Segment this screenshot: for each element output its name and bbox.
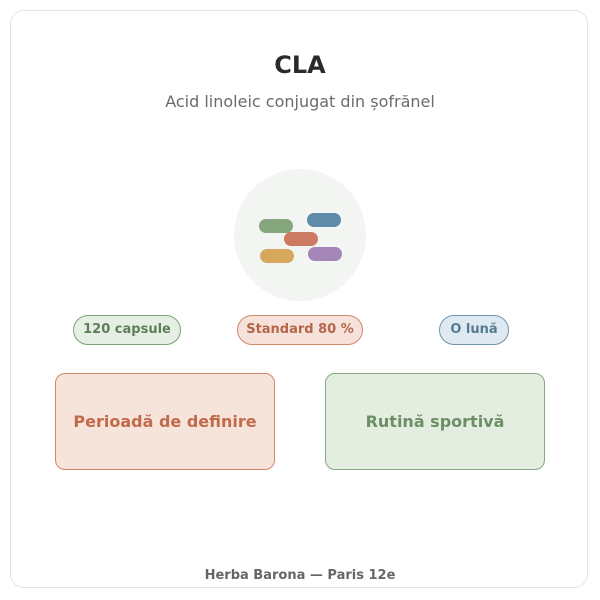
page-subtitle: Acid linoleic conjugat din șofrănel xyxy=(165,92,435,111)
tag-duration: O lună xyxy=(439,315,509,345)
product-icon-badge xyxy=(234,169,366,301)
capsules-icon xyxy=(259,213,342,263)
use-case-label: Rutină sportivă xyxy=(365,412,505,431)
use-case-label: Perioadă de definire xyxy=(73,412,257,431)
tag-capsule-count: 120 capsule xyxy=(73,315,181,345)
capsule-blue xyxy=(307,213,341,227)
use-case-cutting-phase: Perioadă de definire xyxy=(55,373,275,470)
page-title: CLA xyxy=(274,51,326,79)
tag-standardization: Standard 80 % xyxy=(237,315,363,345)
capsule-orange xyxy=(284,232,318,246)
footer-store-info: Herba Barona — Paris 12e xyxy=(204,568,396,583)
capsule-green xyxy=(259,219,293,233)
use-case-sport-routine: Rutină sportivă xyxy=(325,373,545,470)
capsule-yellow xyxy=(260,249,294,263)
capsule-purple xyxy=(308,247,342,261)
